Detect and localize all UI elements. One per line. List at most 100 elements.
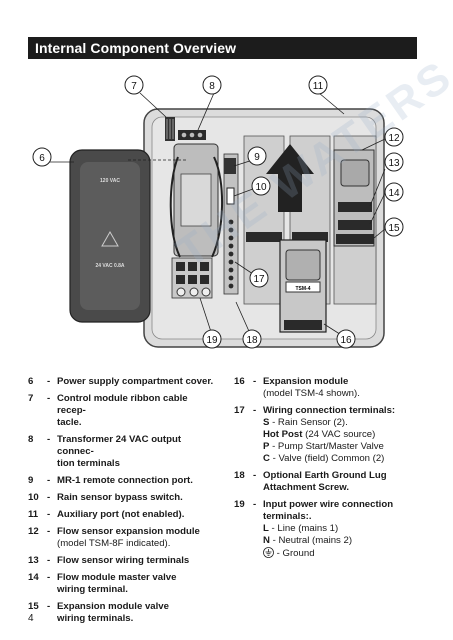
legend-item: 6 -Power supply compartment cover. bbox=[28, 376, 218, 388]
callout-15-text: 15 bbox=[388, 223, 400, 234]
cover-label-bottom: 24 VAC 0.8A bbox=[95, 263, 124, 269]
legend-item-number: 11 bbox=[28, 509, 39, 520]
expansion-valve-terminals bbox=[336, 234, 374, 244]
legend-item-number: 19 bbox=[234, 499, 245, 510]
legend-item-text: Attachment Screw. bbox=[263, 482, 350, 493]
legend-term: Hot Post (24 VAC source) bbox=[263, 429, 424, 441]
master-valve-terminal bbox=[338, 220, 372, 230]
callout-15 bbox=[384, 217, 404, 237]
legend-term-desc: - Rain Sensor (2). bbox=[269, 417, 348, 428]
legend-item-text: wiring terminal. bbox=[57, 584, 128, 595]
callout-7 bbox=[124, 75, 144, 95]
legend-item-text: tion terminals bbox=[57, 458, 120, 469]
legend-right-column: 16-Expansion module(model TSM-4 shown).1… bbox=[234, 376, 424, 565]
legend-item-dash: - bbox=[253, 499, 257, 510]
legend-term-desc: (24 VAC source) bbox=[302, 429, 376, 440]
callout-8-text: 8 bbox=[209, 81, 215, 92]
module-model-label: TSM-4 bbox=[296, 286, 311, 292]
legend-item-dash: - bbox=[47, 601, 51, 612]
legend-term-desc: - Line (mains 1) bbox=[268, 523, 339, 534]
legend-item-text: Transformer 24 VAC output connec- bbox=[57, 434, 182, 457]
legend-item-text: Expansion module valve bbox=[57, 601, 169, 612]
legend-item: 16-Expansion module(model TSM-4 shown). bbox=[234, 376, 424, 400]
insertion-arrow bbox=[266, 144, 314, 212]
legend-term-desc: - Neutral (mains 2) bbox=[269, 535, 353, 546]
callout-14 bbox=[384, 182, 404, 202]
legend-item-dash: - bbox=[47, 393, 51, 404]
legend-term: N - Neutral (mains 2) bbox=[263, 535, 424, 547]
legend-item-dash: - bbox=[253, 376, 257, 387]
legend-item: 11-Auxiliary port (not enabled). bbox=[28, 509, 218, 521]
legend-term-desc: - Ground bbox=[274, 548, 315, 559]
legend-term: L - Line (mains 1) bbox=[263, 523, 424, 535]
legend-item-text: MR-1 remote connection port. bbox=[57, 475, 193, 486]
callout-markers bbox=[32, 75, 404, 349]
legend-term: - Ground bbox=[263, 547, 424, 560]
legend-item-text: Input power wire connection bbox=[263, 499, 394, 510]
legend-item-dash: - bbox=[253, 405, 257, 416]
flow-sensor-terminals bbox=[338, 202, 372, 212]
callout-16 bbox=[336, 329, 356, 349]
legend-item-number: 18 bbox=[234, 470, 245, 481]
callout-11 bbox=[308, 75, 328, 95]
legend-term-key: P bbox=[263, 441, 270, 452]
legend-item: 8-Transformer 24 VAC output connec-tion … bbox=[28, 434, 218, 470]
ground-icon bbox=[263, 547, 274, 559]
legend-item-text: Auxiliary port (not enabled). bbox=[57, 509, 185, 520]
legend-item-number: 8 bbox=[28, 434, 34, 445]
legend-item-dash: - bbox=[47, 526, 51, 537]
legend-item-dash: - bbox=[47, 475, 51, 486]
legend-item-subtext: (model TSM-8F indicated). bbox=[57, 538, 171, 549]
legend-item: 7 -Control module ribbon cable recep-tacl… bbox=[28, 393, 218, 429]
callout-8 bbox=[202, 75, 222, 95]
callout-7-text: 7 bbox=[131, 81, 137, 92]
legend-item-number: 17 bbox=[234, 405, 245, 416]
legend-term-key: L bbox=[263, 523, 269, 534]
callout-13-text: 13 bbox=[388, 158, 400, 169]
callout-18-text: 18 bbox=[246, 335, 258, 346]
legend-term: C - Valve (field) Common (2) bbox=[263, 453, 424, 465]
callout-16-text: 16 bbox=[340, 335, 352, 346]
callout-17-text: 17 bbox=[253, 274, 265, 285]
legend-item: 13-Flow sensor wiring terminals bbox=[28, 555, 218, 567]
legend-item-dash: - bbox=[47, 572, 51, 583]
callout-9-text: 9 bbox=[254, 152, 260, 163]
legend-item-dash: - bbox=[47, 376, 51, 387]
legend-term-key: N bbox=[263, 535, 270, 546]
legend-item: 12-Flow sensor expansion module(model TS… bbox=[28, 526, 218, 550]
legend-item-text: Control module ribbon cable recep- bbox=[57, 393, 188, 416]
legend-item-text: Expansion module bbox=[263, 376, 349, 387]
legend-item-text: Flow module master valve bbox=[57, 572, 177, 583]
legend-item-number: 6 bbox=[28, 376, 34, 387]
legend-term: S - Rain Sensor (2). bbox=[263, 417, 424, 429]
callout-12 bbox=[384, 127, 404, 147]
legend-item-text: Flow sensor wiring terminals bbox=[57, 555, 190, 566]
legend-item-text: Power supply compartment cover. bbox=[57, 376, 214, 387]
legend-item-dash: - bbox=[253, 470, 257, 481]
legend-left-column: 6-Power supply compartment cover.7-Contr… bbox=[28, 376, 218, 630]
callout-6 bbox=[32, 147, 52, 167]
page-number: 4 bbox=[28, 613, 34, 624]
callout-19 bbox=[202, 329, 222, 349]
legend-item-text: tacle. bbox=[57, 417, 82, 428]
callout-18 bbox=[242, 329, 262, 349]
callout-11-text: 11 bbox=[313, 81, 324, 92]
legend-item-dash: - bbox=[47, 509, 51, 520]
legend-item-text: wiring terminals. bbox=[57, 613, 134, 624]
legend-item-number: 10 bbox=[28, 492, 39, 503]
mr1-remote-port bbox=[224, 158, 236, 174]
legend-item-text: Optional Earth Ground Lug bbox=[263, 470, 387, 481]
callout-19-text: 19 bbox=[206, 335, 218, 346]
legend-item-number: 13 bbox=[28, 555, 39, 566]
section-header: Internal Component Overview bbox=[28, 37, 417, 59]
legend-item-number: 12 bbox=[28, 526, 39, 537]
legend-item-number: 7 bbox=[28, 393, 34, 404]
legend-item: 9-MR-1 remote connection port. bbox=[28, 475, 218, 487]
legend-item-text: terminals:. bbox=[263, 511, 312, 522]
callout-14-text: 14 bbox=[388, 188, 400, 199]
legend-item-number: 16 bbox=[234, 376, 245, 387]
section-title: Internal Component Overview bbox=[35, 40, 237, 56]
legend-item-dash: - bbox=[47, 492, 51, 503]
